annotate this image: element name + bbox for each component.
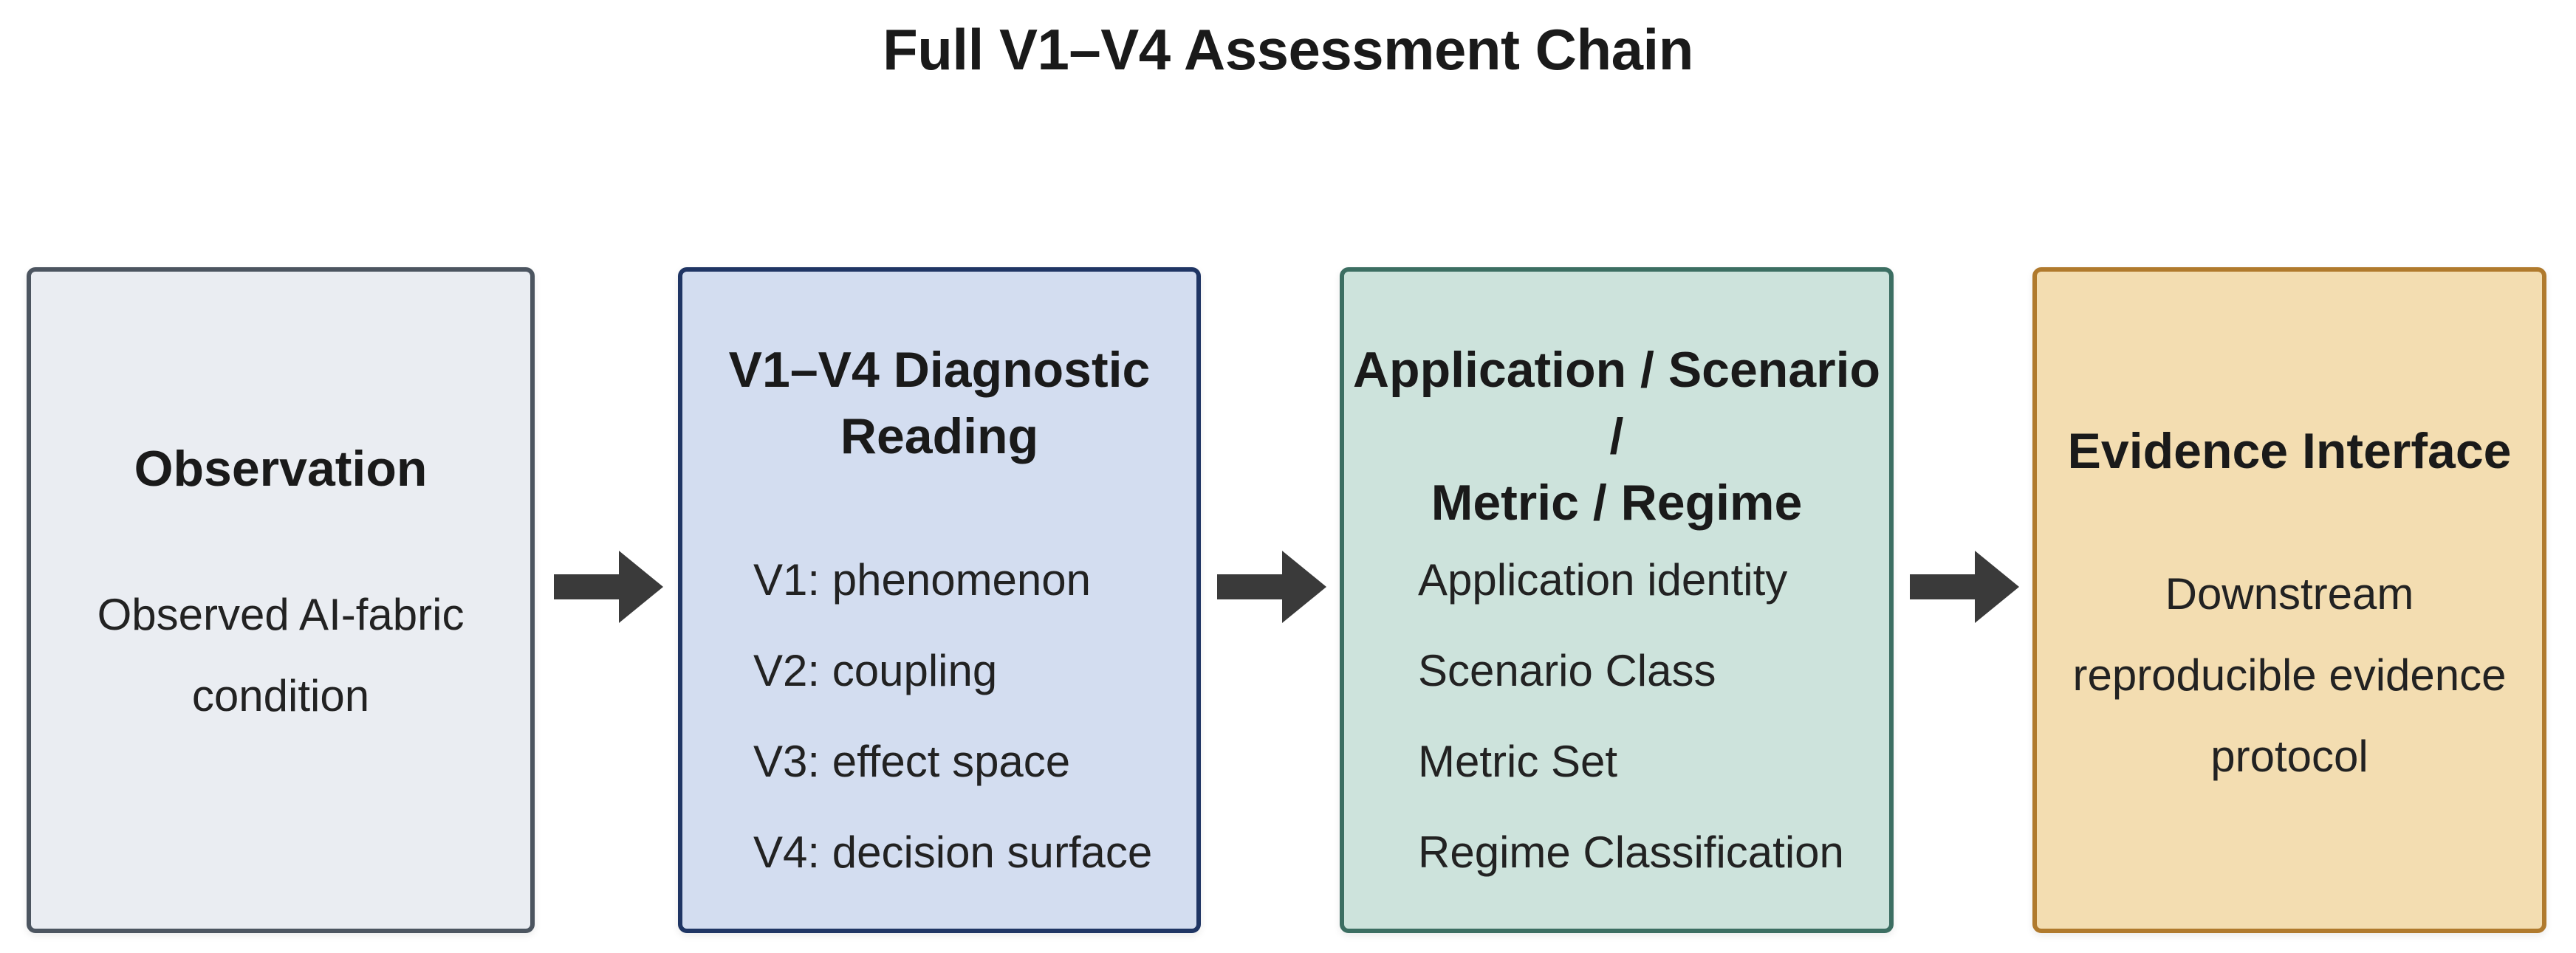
application-item: Scenario Class [1418, 646, 1716, 695]
right-arrow-icon [1217, 551, 1326, 623]
diagnostic-title-line-2: Reading [840, 408, 1039, 464]
diagnostic-item: V3: effect space [753, 737, 1071, 786]
diagnostic-item: V4: decision surface [753, 828, 1153, 877]
right-arrow-icon [1910, 551, 2019, 623]
application-title-line-2: Metric / Regime [1431, 475, 1803, 531]
evidence-body-line-1: Downstream [2165, 569, 2414, 619]
evidence-body-line-3: protocol [2210, 732, 2368, 781]
evidence-title: Evidence Interface [2067, 423, 2512, 479]
right-arrow-icon [554, 551, 663, 623]
observation-box: Observation Observed AI-fabric condition [27, 267, 535, 933]
observation-body-line-2: condition [191, 671, 370, 720]
observation-body-line-1: Observed AI-fabric [97, 590, 465, 639]
application-title: Application / Scenario / Metric / Regime [1344, 337, 1889, 536]
application-box: Application / Scenario / Metric / Regime… [1340, 267, 1894, 933]
evidence-body: Downstream reproducible evidence protoco… [2037, 554, 2542, 797]
diagram-title: Full V1–V4 Assessment Chain [883, 17, 1693, 82]
evidence-body-line-2: reproducible evidence [2072, 650, 2507, 700]
evidence-box: Evidence Interface Downstream reproducib… [2032, 267, 2546, 933]
application-item: Metric Set [1418, 737, 1618, 786]
application-item: Application identity [1418, 555, 1788, 605]
observation-body: Observed AI-fabric condition [31, 574, 530, 737]
application-title-line-1: Application / Scenario / [1352, 342, 1881, 464]
diagnostic-item: V1: phenomenon [753, 555, 1092, 605]
observation-title: Observation [134, 441, 428, 497]
diagnostic-item: V2: coupling [753, 646, 998, 695]
diagnostic-list: V1: phenomenon V2: coupling V3: effect s… [753, 534, 1152, 898]
diagnostic-title: V1–V4 Diagnostic Reading [682, 337, 1196, 469]
diagnostic-title-line-1: V1–V4 Diagnostic [728, 342, 1151, 398]
diagnostic-box: V1–V4 Diagnostic Reading V1: phenomenon … [678, 267, 1201, 933]
application-item: Regime Classification [1418, 828, 1844, 877]
application-list: Application identity Scenario Class Metr… [1418, 534, 1844, 898]
